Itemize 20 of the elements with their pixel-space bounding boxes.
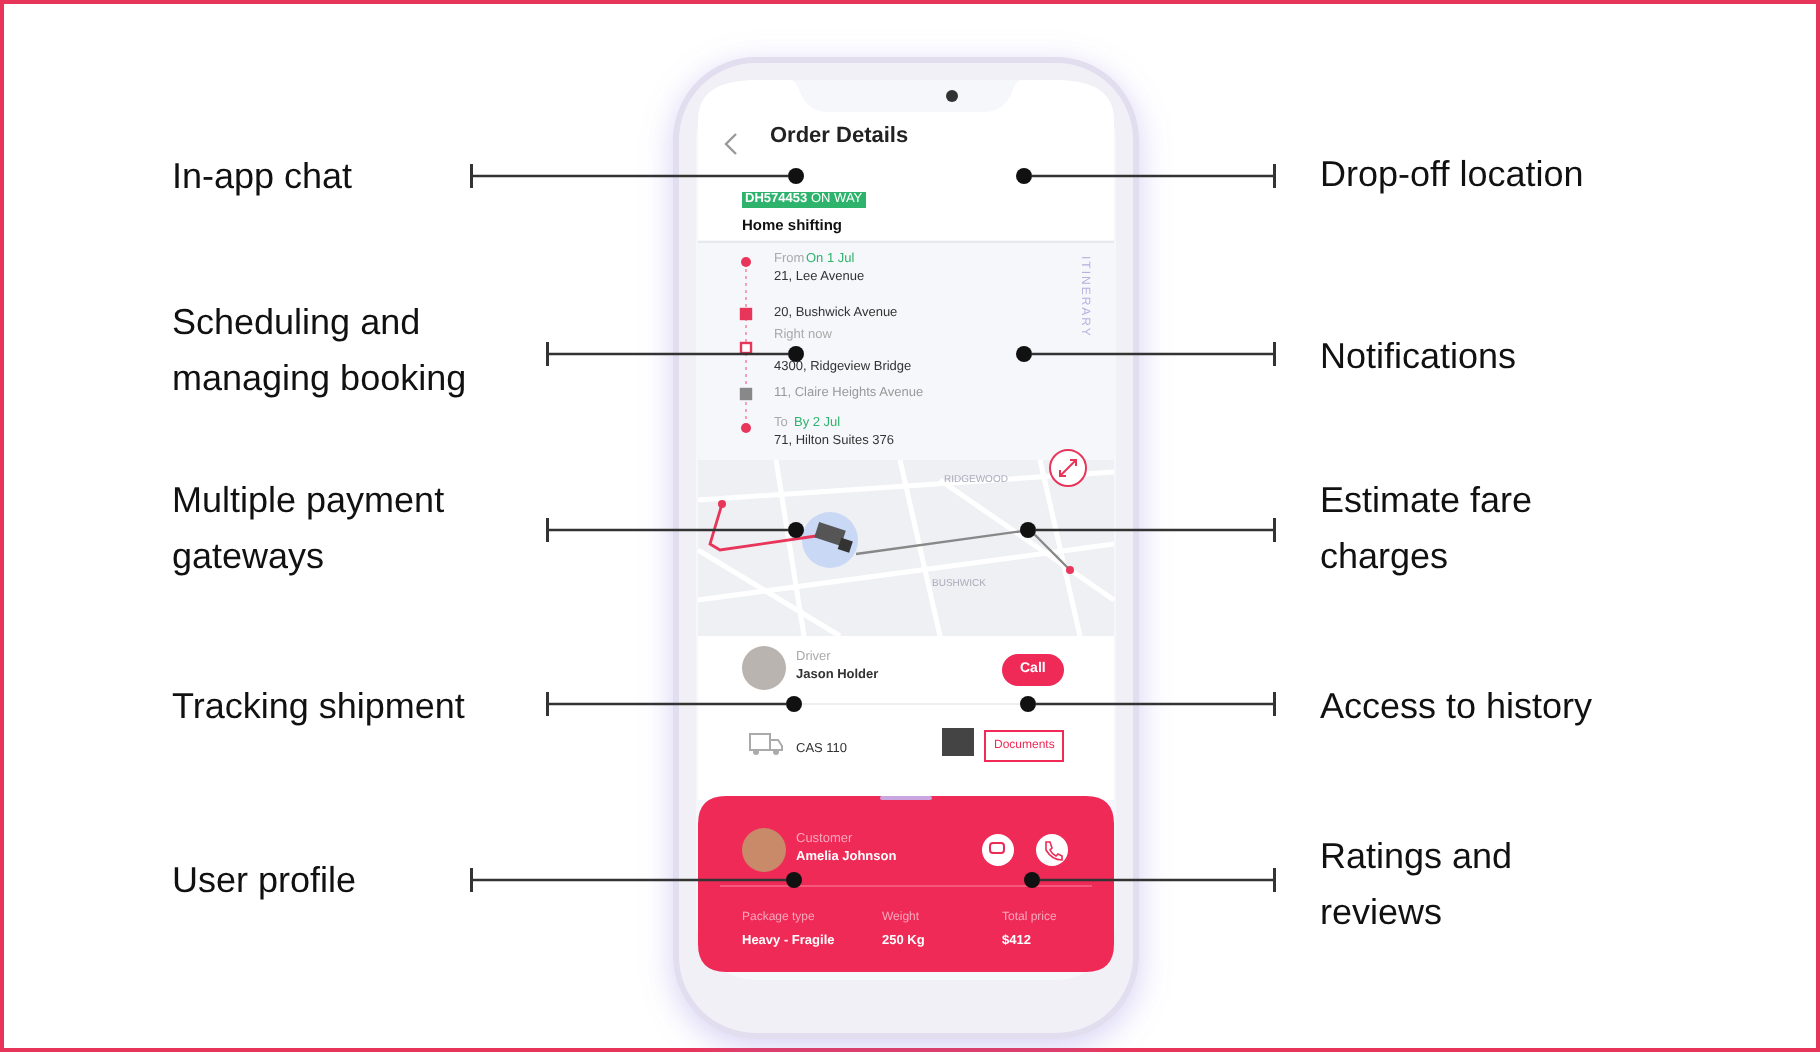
leader-line xyxy=(1036,518,1276,542)
feature-label: Access to history xyxy=(1320,684,1593,730)
feature-label: Ratings and reviews xyxy=(1320,834,1515,936)
feature-label: Tracking shipment xyxy=(172,684,467,730)
feature-label: User profile xyxy=(172,858,359,904)
leader-line xyxy=(546,692,786,716)
leader-line xyxy=(1036,692,1276,716)
feature-label: Scheduling and managing booking xyxy=(172,300,469,402)
leader-line xyxy=(1040,868,1276,892)
leader-line xyxy=(470,164,788,188)
leader-line xyxy=(470,868,786,892)
leader-line xyxy=(1032,342,1276,366)
leader-line xyxy=(546,518,788,542)
feature-label: Estimate fare charges xyxy=(1320,478,1535,580)
leader-line xyxy=(546,342,788,366)
feature-label: Multiple payment gateways xyxy=(172,478,447,580)
feature-label: Notifications xyxy=(1320,334,1517,380)
feature-label: Drop-off location xyxy=(1320,152,1584,198)
leader-line xyxy=(1032,164,1276,188)
feature-label: In-app chat xyxy=(172,154,355,200)
